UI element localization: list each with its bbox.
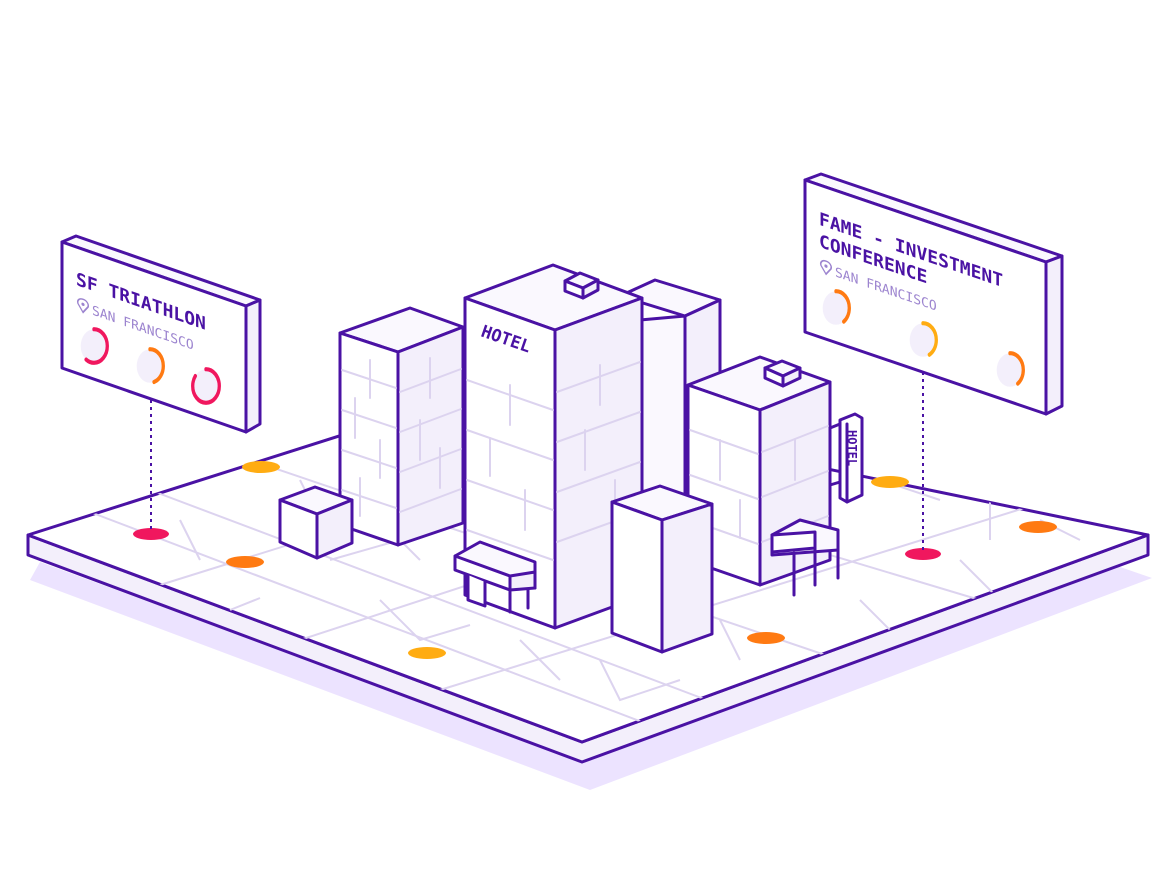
hotel-right-awning (770, 518, 840, 597)
building-front (610, 484, 714, 654)
hotel-side-sign (828, 412, 864, 504)
hotel-side-sign-label: HOTEL (845, 430, 859, 466)
gauge (908, 321, 938, 359)
gauge (135, 347, 165, 385)
gauge-group (79, 327, 221, 405)
location-dots (133, 461, 1057, 659)
map-pin-icon (77, 298, 89, 314)
small-cube (278, 485, 354, 560)
gauge (821, 289, 851, 327)
event-dot[interactable] (226, 556, 264, 568)
building-left (338, 306, 465, 547)
gauge (79, 327, 109, 365)
event-card-fame-investment[interactable]: FAME - INVESTMENT CONFERENCE SAN FRANCIS… (803, 172, 1064, 416)
event-card-sf-triathlon[interactable]: SF TRIATHLON SAN FRANCISCO (60, 234, 262, 434)
event-dot[interactable] (408, 647, 446, 659)
hotel-main (463, 263, 644, 630)
gauge (995, 351, 1025, 389)
event-dot[interactable] (242, 461, 280, 473)
event-dot[interactable] (871, 476, 909, 488)
event-dot[interactable] (747, 632, 785, 644)
event-dot[interactable] (133, 528, 169, 540)
hotel-awning (453, 540, 537, 614)
gauge (191, 367, 221, 405)
gauge-group (821, 289, 1025, 389)
map-pin-icon (820, 259, 832, 276)
event-dot[interactable] (1019, 521, 1057, 533)
event-dot[interactable] (905, 548, 941, 560)
